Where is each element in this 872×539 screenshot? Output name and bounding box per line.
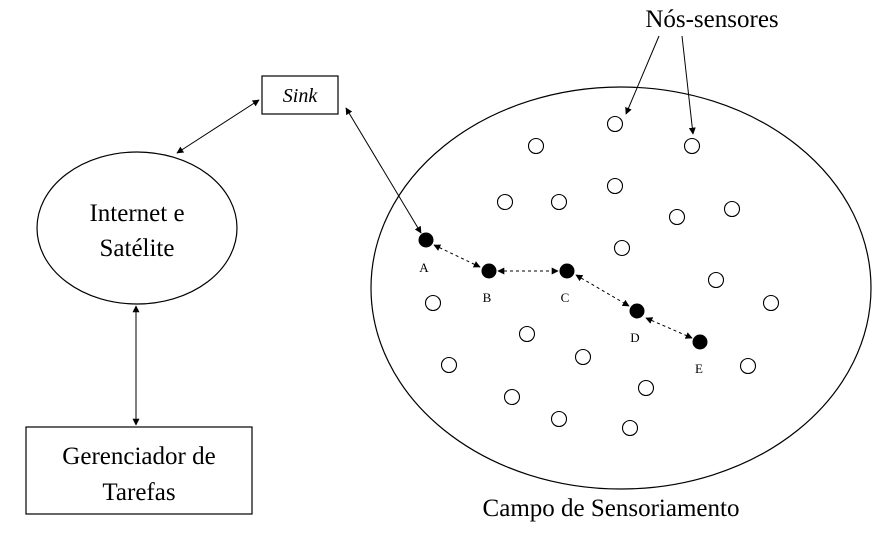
sensor-node — [621, 419, 639, 437]
sensor-node — [606, 115, 624, 133]
hop-C-D — [575, 274, 630, 307]
sink-internet-link — [176, 99, 260, 154]
multihop-path — [433, 244, 693, 339]
sensor-node — [527, 137, 545, 155]
sensor-node — [762, 294, 780, 312]
path-node-b — [481, 263, 497, 279]
path-node-b-label: B — [483, 290, 492, 305]
sensor-node — [707, 271, 725, 289]
sink-label: Sink — [283, 85, 319, 107]
task-manager-box: Gerenciador de Tarefas — [25, 426, 253, 515]
hop-D-E — [645, 317, 693, 339]
manager-label-line1: Gerenciador de — [62, 443, 215, 470]
path-node-a — [418, 232, 434, 248]
idle-sensor-nodes — [424, 115, 780, 437]
manager-label-line2: Tarefas — [102, 479, 175, 506]
sensor-node — [424, 294, 442, 312]
path-node-d — [629, 303, 645, 319]
sensor-node — [550, 410, 568, 428]
sensor-node — [503, 388, 521, 406]
active-path-nodes — [418, 232, 708, 350]
path-node-a-label: A — [419, 260, 429, 275]
sensor-node — [550, 193, 568, 211]
path-node-c — [559, 263, 575, 279]
sensor-nodes-label: Nós-sensores — [645, 6, 778, 33]
internet-label-line1: Internet e — [89, 200, 184, 227]
path-node-e-label: E — [695, 361, 703, 376]
sensor-node — [637, 379, 655, 397]
sensor-node — [574, 348, 592, 366]
hop-A-B — [433, 244, 481, 268]
sensor-node — [613, 239, 631, 257]
sensor-node — [723, 200, 741, 218]
sensing-field-label: Campo de Sensoriamento — [483, 495, 740, 522]
sensor-pointer-arrow-1 — [625, 35, 660, 115]
sensor-node — [606, 177, 624, 195]
internet-label-line2: Satélite — [100, 235, 175, 262]
sink-nodeA-link — [345, 107, 422, 234]
sensor-node — [440, 356, 458, 374]
sensor-node — [668, 208, 686, 226]
sensor-node — [496, 193, 514, 211]
sensor-node — [683, 137, 701, 155]
path-node-c-label: C — [561, 290, 570, 305]
sensor-node — [518, 325, 536, 343]
path-node-d-label: D — [630, 330, 639, 345]
sink-box: Sink — [261, 75, 339, 115]
sensor-pointer-arrow-2 — [681, 35, 696, 135]
path-node-e — [692, 334, 708, 350]
sensor-node — [739, 357, 757, 375]
internet-satellite-node: Internet e Satélite — [36, 151, 238, 305]
sensing-field — [370, 86, 872, 490]
